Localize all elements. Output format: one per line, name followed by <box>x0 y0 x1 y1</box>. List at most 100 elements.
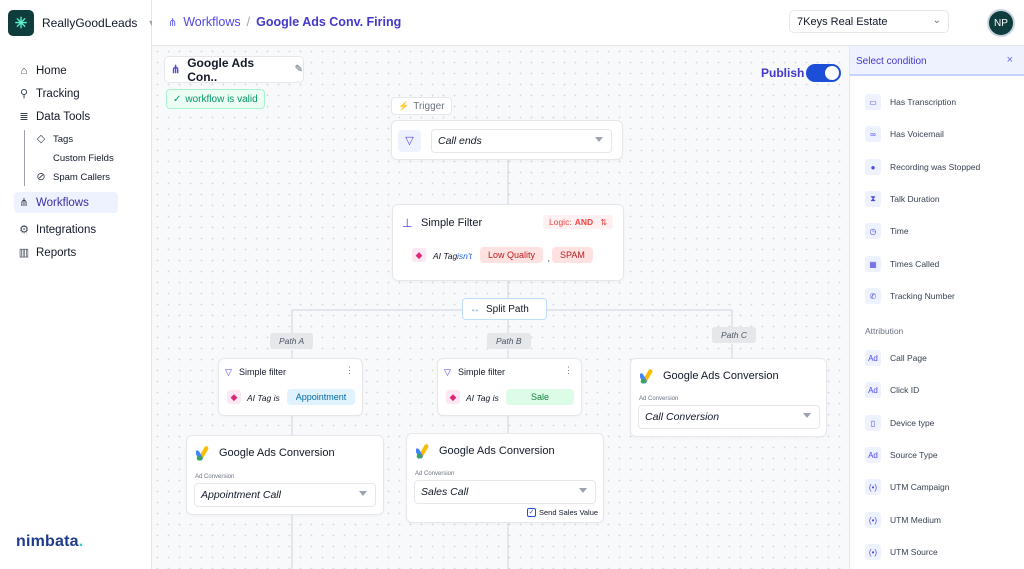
caret-down-icon <box>595 137 603 142</box>
sidebar-item-tracking[interactable]: ⚲ Tracking <box>14 83 144 105</box>
footer-logo-text: nimbata <box>16 533 79 550</box>
path-b-conversion-node[interactable]: Google Ads Conversion Ad Conversion Sale… <box>406 433 604 523</box>
ai-tag-icon: ◆ <box>227 390 241 404</box>
condition-utm-campaign[interactable]: (•) UTM Campaign <box>865 479 950 495</box>
avatar[interactable]: NP <box>987 9 1015 37</box>
condition-utm-medium[interactable]: (•) UTM Medium <box>865 512 941 528</box>
trigger-select[interactable]: Call ends <box>431 129 612 153</box>
send-sales-value-option[interactable]: ✓ Send Sales Value <box>527 508 598 517</box>
workflow-canvas[interactable]: ⋔ Google Ads Con.. ✎ ✓ workflow is valid… <box>152 46 849 569</box>
split-path-node[interactable]: ↔ Split Path <box>462 298 547 320</box>
condition-tracking-number[interactable]: ✆ Tracking Number <box>865 288 955 304</box>
filter-rule[interactable]: ◆ AI Tag isn't Low Quality , SPAM <box>404 245 610 265</box>
account-select[interactable]: 7Keys Real Estate ⌄ <box>789 10 949 33</box>
path-b-filter-text: AI Tag is <box>466 393 499 403</box>
send-sales-value-checkbox[interactable]: ✓ <box>527 508 536 517</box>
ad-conversion-label: Ad Conversion <box>639 396 679 402</box>
breadcrumb: ⋔ Workflows / Google Ads Conv. Firing <box>168 15 401 29</box>
condition-label: Has Voicemail <box>890 129 944 139</box>
filter-signpost-icon: ⊥ <box>402 216 413 230</box>
path-c-conversion-node[interactable]: Google Ads Conversion Ad Conversion Call… <box>630 358 827 437</box>
breadcrumb-root-link[interactable]: Workflows <box>183 15 241 29</box>
path-a-filter-value: Appointment <box>287 389 355 405</box>
condition-device-type[interactable]: ▯ Device type <box>865 415 934 431</box>
sidebar-item-custom-fields[interactable]: Custom Fields <box>31 149 144 167</box>
condition-recording-stopped[interactable]: ● Recording was Stopped <box>865 159 980 175</box>
home-icon: ⌂ <box>20 65 28 77</box>
path-a-filter-node[interactable]: ▽ Simple filter ⋮ ◆ AI Tag is Appointmen… <box>218 358 363 416</box>
path-b-filter-node[interactable]: ▽ Simple filter ⋮ ◆ AI Tag is Sale <box>437 358 582 416</box>
path-b-conversion-title: Google Ads Conversion <box>439 445 555 457</box>
condition-call-page[interactable]: Ad Call Page <box>865 350 927 366</box>
condition-click-id[interactable]: Ad Click ID <box>865 382 919 398</box>
top-header: ⋔ Workflows / Google Ads Conv. Firing 7K… <box>152 0 1024 46</box>
path-c-conversion-select[interactable]: Call Conversion <box>638 405 820 429</box>
footer-logo: nimbata. <box>16 533 83 551</box>
broadcast-icon: (•) <box>865 544 881 560</box>
more-menu-icon[interactable]: ⋮ <box>345 365 354 375</box>
more-menu-icon[interactable]: ⋮ <box>564 365 573 375</box>
path-b-conversion-select[interactable]: Sales Call <box>414 480 596 504</box>
condition-time[interactable]: ◷ Time <box>865 223 909 239</box>
valid-status-text: workflow is valid <box>185 93 258 105</box>
condition-utm-source[interactable]: (•) UTM Source <box>865 544 938 560</box>
logic-badge[interactable]: Logic: AND ⇅ <box>543 215 614 229</box>
path-a-conversion-node[interactable]: Google Ads Conversion Ad Conversion Appo… <box>186 435 384 515</box>
condition-label: Device type <box>890 418 935 428</box>
google-ads-icon <box>196 446 209 461</box>
sidebar-item-home[interactable]: ⌂ Home <box>14 60 144 82</box>
caret-down-icon <box>803 413 811 418</box>
brand-switcher[interactable]: ✳ ReallyGoodLeads ▼ <box>8 10 156 36</box>
condition-label: Call Page <box>890 353 927 363</box>
tag-icon: ◇ <box>36 133 46 145</box>
simple-filter-node[interactable]: ⊥ Simple Filter Logic: AND ⇅ ◆ AI Tag is… <box>392 204 624 281</box>
panel-title: Select condition <box>856 56 927 67</box>
condition-source-type[interactable]: Ad Source Type <box>865 447 938 463</box>
workflow-icon: ⋔ <box>19 196 29 209</box>
trigger-chip-label: Trigger <box>413 100 445 112</box>
book-icon: ▭ <box>865 94 881 110</box>
panel-header: Select condition × <box>850 46 1024 76</box>
path-a-conversion-select[interactable]: Appointment Call <box>194 483 376 507</box>
device-icon: ▯ <box>865 415 881 431</box>
sidebar-item-tags[interactable]: ◇ Tags <box>31 130 144 148</box>
caret-down-icon <box>579 488 587 493</box>
google-ads-icon <box>416 444 429 459</box>
sidebar-item-workflows[interactable]: ⋔ Workflows <box>14 192 118 213</box>
path-c-conversion-title: Google Ads Conversion <box>663 370 779 382</box>
broadcast-icon: (•) <box>865 512 881 528</box>
filter-tag-low-quality: Low Quality <box>480 247 544 263</box>
close-icon[interactable]: × <box>1006 54 1013 66</box>
ai-tag-icon: ◆ <box>412 248 426 262</box>
condition-label: Talk Duration <box>890 194 940 204</box>
footer-logo-dot: . <box>78 533 84 550</box>
sidebar-item-label: Workflows <box>36 196 89 209</box>
publish-toggle[interactable] <box>806 64 841 82</box>
attribution-heading: Attribution <box>865 326 904 336</box>
path-a-chip: Path A <box>270 333 314 349</box>
path-b-chip: Path B <box>487 333 531 349</box>
ad-conversion-label: Ad Conversion <box>195 474 235 480</box>
condition-label: Times Called <box>890 259 940 269</box>
path-a-conversion-value: Appointment Call <box>201 489 281 501</box>
logic-value: AND <box>574 217 594 227</box>
condition-has-transcription[interactable]: ▭ Has Transcription <box>865 94 956 110</box>
edit-pencil-icon[interactable]: ✎ <box>294 64 303 75</box>
sidebar-item-data-tools[interactable]: ≣ Data Tools <box>14 106 144 128</box>
condition-has-voicemail[interactable]: ∞ Has Voicemail <box>865 126 944 142</box>
mic-icon: ● <box>865 159 881 175</box>
brand-name: ReallyGoodLeads <box>42 16 138 30</box>
chart-icon: ▥ <box>18 247 30 259</box>
condition-talk-duration[interactable]: ⧗ Talk Duration <box>865 191 940 207</box>
caret-down-icon <box>359 491 367 496</box>
sidebar-item-integrations[interactable]: ⚙ Integrations <box>14 219 144 241</box>
condition-label: Tracking Number <box>890 291 955 301</box>
ai-tag-label: AI Tag <box>433 251 458 261</box>
path-b-filter-value: Sale <box>506 389 574 405</box>
condition-times-called[interactable]: ▦ Times Called <box>865 256 939 272</box>
sidebar-item-reports[interactable]: ▥ Reports <box>14 242 144 264</box>
sidebar-item-spam-callers[interactable]: ⊘ Spam Callers <box>31 168 144 186</box>
trigger-node[interactable]: ▽ Call ends <box>391 120 623 160</box>
workflow-name-field[interactable]: ⋔ Google Ads Con.. ✎ <box>164 56 304 84</box>
sidebar-nav: ⌂ Home ⚲ Tracking ≣ Data Tools ◇ Tags Cu… <box>14 60 144 265</box>
